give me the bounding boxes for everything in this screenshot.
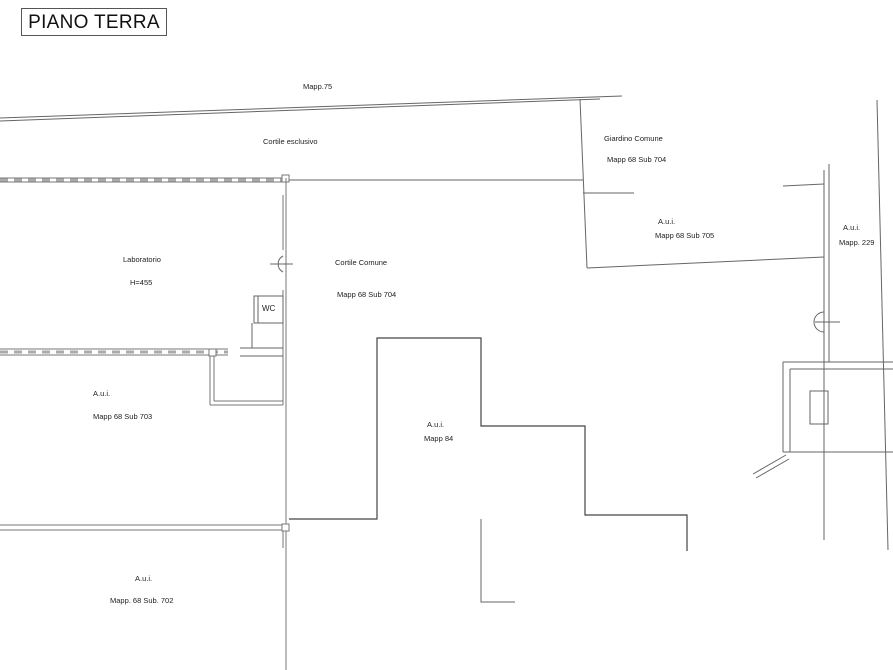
label-aui-84: A.u.i. <box>427 420 445 429</box>
label-mapp-229: Mapp. 229 <box>839 238 875 247</box>
label-mapp-703: Mapp 68 Sub 703 <box>93 412 153 421</box>
label-laboratorio: Laboratorio <box>123 255 161 264</box>
label-mapp-702: Mapp. 68 Sub. 702 <box>110 596 174 605</box>
label-mapp-705: Mapp 68 Sub 705 <box>655 231 715 240</box>
wc-room <box>240 295 284 357</box>
label-cortile-comune: Cortile Comune <box>335 258 388 267</box>
building-middle-wall <box>0 348 283 406</box>
label-giardino-comune: Giardino Comune <box>604 134 663 143</box>
building-vertical-wall <box>270 178 293 670</box>
label-laboratorio-height: H=455 <box>130 278 153 287</box>
plan-title: PIANO TERRA <box>21 8 167 36</box>
label-cortile-comune-mapp: Mapp 68 Sub 704 <box>337 290 397 299</box>
annex-right <box>752 361 893 479</box>
boundary-mapp-84 <box>289 337 688 603</box>
building-bottom-wall <box>0 523 290 532</box>
boundary-mapp-75 <box>0 95 623 122</box>
boundary-mapp-229 <box>813 99 889 551</box>
label-cortile-esclusivo: Cortile esclusivo <box>263 137 318 146</box>
label-mapp-75: Mapp.75 <box>303 82 333 91</box>
label-mapp-84: Mapp 84 <box>424 434 454 443</box>
building-top-wall <box>0 174 583 183</box>
label-giardino-mapp: Mapp 68 Sub 704 <box>607 155 667 164</box>
label-aui-229: A.u.i. <box>843 223 861 232</box>
label-wc: WC <box>262 304 276 313</box>
label-aui-705: A.u.i. <box>658 217 676 226</box>
label-aui-702: A.u.i. <box>135 574 153 583</box>
giardino-comune-boundary <box>579 98 825 269</box>
label-aui-703: A.u.i. <box>93 389 111 398</box>
